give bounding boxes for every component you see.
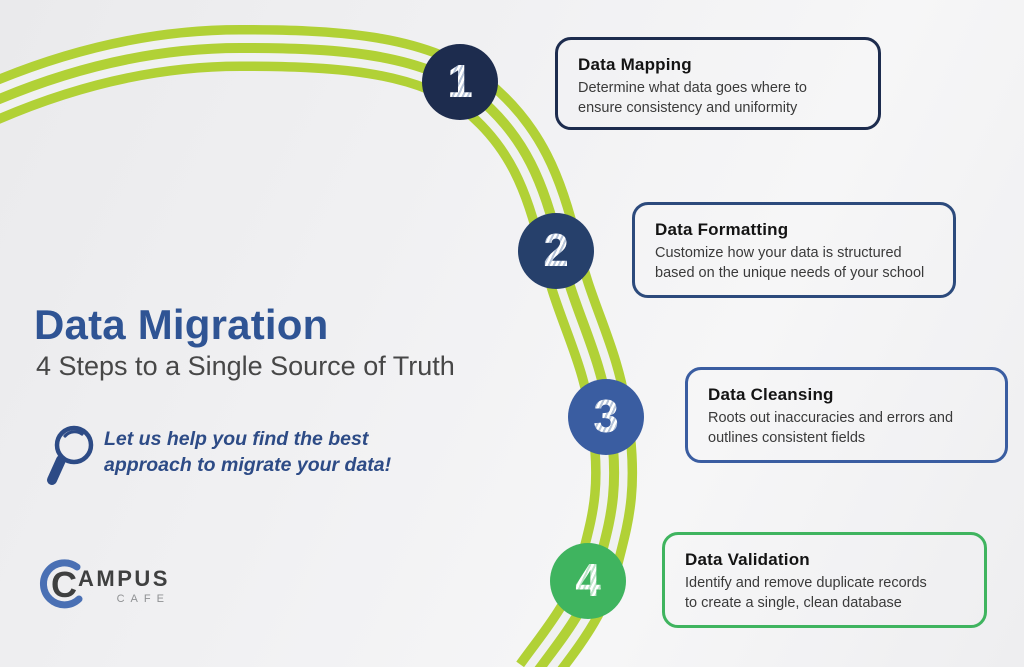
campus-cafe-logo: C AMPUS CAFE <box>34 554 170 614</box>
step-4-circle: 4 <box>550 543 626 619</box>
step-card-title: Data Mapping <box>578 55 692 74</box>
step-1-circle: 1 <box>422 44 498 120</box>
step-2-number: 2 <box>543 224 569 276</box>
magnifying-glass-icon <box>47 425 94 485</box>
step-card-description: Customize how your data is structured ba… <box>655 245 925 281</box>
page-title: Data Migration <box>34 301 329 348</box>
page-subtitle: 4 Steps to a Single Source of Truth <box>36 351 455 381</box>
step-card-description: Identify and remove duplicate records to… <box>685 575 927 611</box>
step-1-number: 1 <box>447 55 473 107</box>
step-card-data-formatting: Data Formatting Customize how your data … <box>632 202 956 298</box>
logo-c-swoosh-icon: C <box>39 559 83 609</box>
step-card-title: Data Validation <box>685 550 810 569</box>
step-card-data-validation: Data Validation Identify and remove dupl… <box>662 532 987 628</box>
step-card-description: Roots out inaccuracies and errors and ou… <box>708 410 954 446</box>
logo-letter-c: C <box>51 564 77 605</box>
step-2-circle: 2 <box>518 213 594 289</box>
step-4-number: 4 <box>575 554 601 606</box>
logo-wordmark: AMPUS <box>78 565 170 591</box>
tagline-text: Let us help you find the best approach t… <box>104 428 392 476</box>
step-card-data-cleansing: Data Cleansing Roots out inaccuracies an… <box>685 367 1008 463</box>
step-card-title: Data Cleansing <box>708 385 834 404</box>
logo-subtext: CAFE <box>116 592 170 605</box>
step-card-title: Data Formatting <box>655 220 789 239</box>
step-card-data-mapping: Data Mapping Determine what data goes wh… <box>555 37 881 130</box>
step-card-description: Determine what data goes where to ensure… <box>578 80 807 116</box>
step-3-number: 3 <box>593 390 619 442</box>
step-3-circle: 3 <box>568 379 644 455</box>
